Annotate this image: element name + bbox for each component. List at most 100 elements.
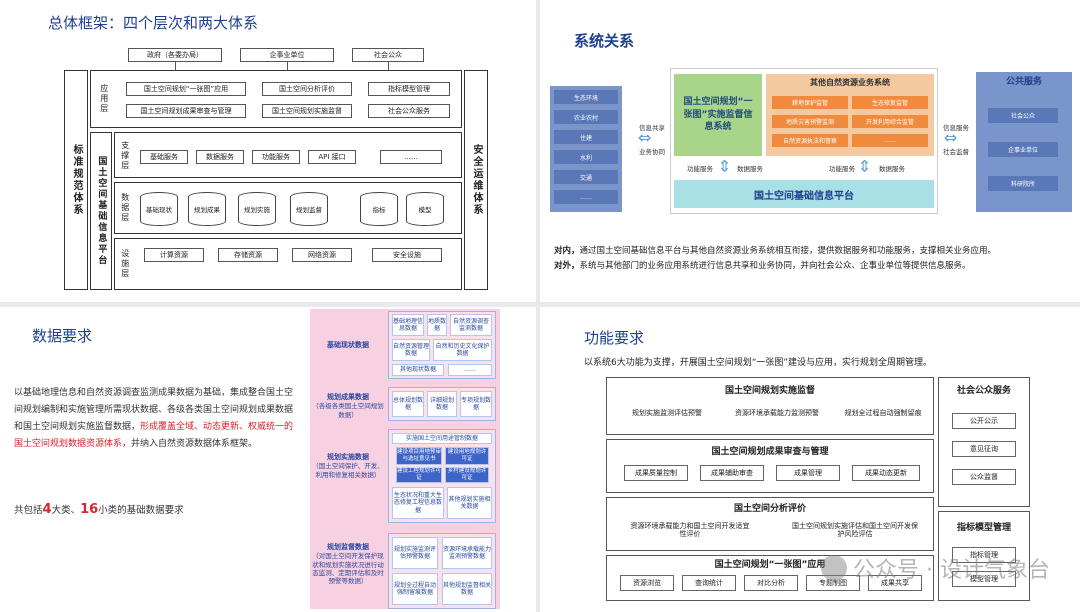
app-item: 国土空间分析评价 xyxy=(262,82,352,96)
panel-title: 功能要求 xyxy=(584,329,645,347)
data-item: 规划实施监测评估预警数据 xyxy=(392,537,438,569)
relation-description: 对内，通过国土空间基础信息平台与其他自然资源业务系统相互衔接，提供数据服务和功能… xyxy=(554,246,997,271)
function-item: 对比分析 xyxy=(744,575,798,591)
function-item: 成果动态更新 xyxy=(852,465,920,481)
support-item: API 接口 xyxy=(308,150,356,164)
category-label: 规划实施数据（国土空间保护、开发、利用和修复相关数据） xyxy=(312,453,384,479)
data-count: 共包括4大类、16小类的基础数据要求 xyxy=(14,502,184,517)
double-arrow-icon: ⇔ xyxy=(855,159,875,173)
app-layer-label: 应用层 xyxy=(94,74,114,124)
data-item: 资源环境承载能力监测预警数据 xyxy=(442,537,492,569)
double-arrow-icon: ⇔ xyxy=(638,128,652,147)
public-item: 社会公众 xyxy=(988,108,1058,123)
other-systems-title: 其他自然资源业务系统 xyxy=(810,78,890,87)
panel-title: 系统关系 xyxy=(574,32,635,50)
data-item: 自然和历史文化保护数据 xyxy=(433,339,492,361)
function-item: 资源环境承载能力监测预警 xyxy=(722,405,832,421)
function-section-title: 社会公众服务 xyxy=(956,386,1011,396)
panel-title: 总体框架：四个层次和两大体系 xyxy=(48,14,259,32)
data-serv-label: 数据服务 xyxy=(879,165,905,173)
data-item: 基础地理信息数据 xyxy=(392,314,424,336)
public-item: 企事业单位 xyxy=(988,142,1058,157)
data-item: 生态状况和重大生态修复工程信息数据 xyxy=(392,487,444,519)
data-requirement-panel: 数据要求 以基础地理信息和自然资源调查监测成果数据为基础，集成整合国土空间规划编… xyxy=(0,307,536,612)
other-system-item: 生态修复监管 xyxy=(852,96,928,109)
standard-system-label: 标准规范体系 xyxy=(64,70,88,290)
data-item: 建设项目用地预审与选址意见书 xyxy=(396,447,442,465)
app-item: 指标模型管理 xyxy=(368,82,450,96)
double-arrow-icon: ⇔ xyxy=(944,128,958,147)
data-item: 地质数据 xyxy=(427,314,447,336)
function-requirement-panel: 功能要求 以系统6大功能为支撑，开展国土空间规划“一张图”建设与应用，实行规划全… xyxy=(540,307,1080,612)
app-layer xyxy=(90,70,462,128)
function-item: 资源环境承载能力和国土空间开发适宜性评价 xyxy=(630,517,750,543)
function-section-title: 国土空间分析评价 xyxy=(733,504,806,514)
data-item: 建设用地规划许可证 xyxy=(445,447,489,465)
function-item: 成果共享 xyxy=(868,575,922,591)
app-item: 国土空间规划成果审查与管理 xyxy=(126,104,246,118)
function-subtitle: 以系统6大功能为支撑，开展国土空间规划“一张图”建设与应用，实行规划全周期管理。 xyxy=(584,358,933,368)
wechat-icon xyxy=(821,555,848,581)
other-system-item: 地质灾害预警监测 xyxy=(772,115,848,128)
data-item: 其他规划监督相关数据 xyxy=(442,573,492,605)
data-item: 自然资源管理数据 xyxy=(392,339,430,361)
coop-label: 业务协同 xyxy=(639,148,665,156)
infra-item: 网络资源 xyxy=(292,248,352,262)
data-cylinder: 指标 xyxy=(360,192,398,226)
app-item: 国土空间规划实施监督 xyxy=(262,104,352,118)
department-item: 住建 xyxy=(554,130,618,144)
support-item: 功能服务 xyxy=(252,150,300,164)
category-label: 规划监督数据（对国土空间开发保护现状和规划实施状况进行动态监测、定期评估和及时预… xyxy=(312,543,384,586)
function-section-title: 指标模型管理 xyxy=(956,523,1011,533)
func-label: 功能服务 xyxy=(829,165,855,173)
function-item: 成果管理 xyxy=(776,465,840,481)
app-item: 国土空间规划“一张图”应用 xyxy=(126,82,246,96)
panel-title: 数据要求 xyxy=(32,327,93,345)
department-item: 生态环境 xyxy=(554,90,618,104)
category-label: 规划成果数据（各级各类国土空间规划数据） xyxy=(312,393,384,419)
function-item: 成果辅助审查 xyxy=(700,465,764,481)
department-item: …… xyxy=(554,190,618,204)
function-item: 国土空间规划实施评估和国土空间开发保护风险评估 xyxy=(792,517,918,543)
function-item: 成果质量控制 xyxy=(624,465,688,481)
data-item: 总体规划数据 xyxy=(392,391,424,417)
data-cylinder: 规划监督 xyxy=(290,192,328,226)
data-item: 其他规划实施相关数据 xyxy=(447,487,492,519)
core-platform-label: 国土空间基础信息平台 xyxy=(90,132,112,290)
function-item: 意见征询 xyxy=(952,441,1016,457)
overall-framework-panel: 总体框架：四个层次和两大体系 政府（各委办局） 企事业单位 社会公众 标准规范体… xyxy=(0,0,536,302)
support-item: 数据服务 xyxy=(196,150,244,164)
department-item: 交通 xyxy=(554,170,618,184)
function-item: 专题制图 xyxy=(806,575,860,591)
data-cylinder: 规划成果 xyxy=(188,192,226,226)
infra-item: 存储资源 xyxy=(218,248,278,262)
other-system-item: 自然资源执法和督察 xyxy=(772,134,848,147)
infra-item: 安全设施 xyxy=(372,248,442,262)
function-item: 规划全过程自动强制留痕 xyxy=(836,405,930,421)
share-label: 信息共享 xyxy=(639,124,665,132)
infra-layer-label: 设施层 xyxy=(116,242,134,286)
top-box-public: 社会公众 xyxy=(352,48,424,62)
support-item: 基础服务 xyxy=(140,150,188,164)
other-system-item: 耕地保护监管 xyxy=(772,96,848,109)
function-section-title: 国土空间规划实施监督 xyxy=(724,386,815,396)
category-label: 基础现状数据 xyxy=(327,341,369,349)
func-label: 功能服务 xyxy=(687,165,713,173)
data-cylinder: 规划实施 xyxy=(238,192,276,226)
other-system-item: …… xyxy=(852,134,928,147)
data-item: 建设工程规划许可证 xyxy=(396,467,442,483)
data-cylinder: 基础现状 xyxy=(140,192,178,226)
function-section-title: 国土空间规划“一张图”应用 xyxy=(714,560,826,570)
function-item: 公众监督 xyxy=(952,469,1016,485)
department-item: 农业农村 xyxy=(554,110,618,124)
public-item: 科研院所 xyxy=(988,176,1058,191)
data-description: 以基础地理信息和自然资源调查监测成果数据为基础，集成整合国土空间规划编制和实施管… xyxy=(14,388,294,449)
data-cylinder: 模型 xyxy=(406,192,444,226)
data-layer-label: 数据层 xyxy=(116,186,134,230)
function-section-title: 国土空间规划成果审查与管理 xyxy=(711,447,829,457)
infra-layer xyxy=(114,238,462,290)
system-relation-panel: 系统关系 生态环境 农业农村 住建 水利 交通 …… 信息共享 ⇔ 业务协同 国… xyxy=(540,0,1080,302)
base-platform-box: 国土空间基础信息平台 xyxy=(674,180,934,208)
function-item: 模型管理 xyxy=(952,571,1016,587)
data-item: 其他现状数据 xyxy=(392,364,444,376)
